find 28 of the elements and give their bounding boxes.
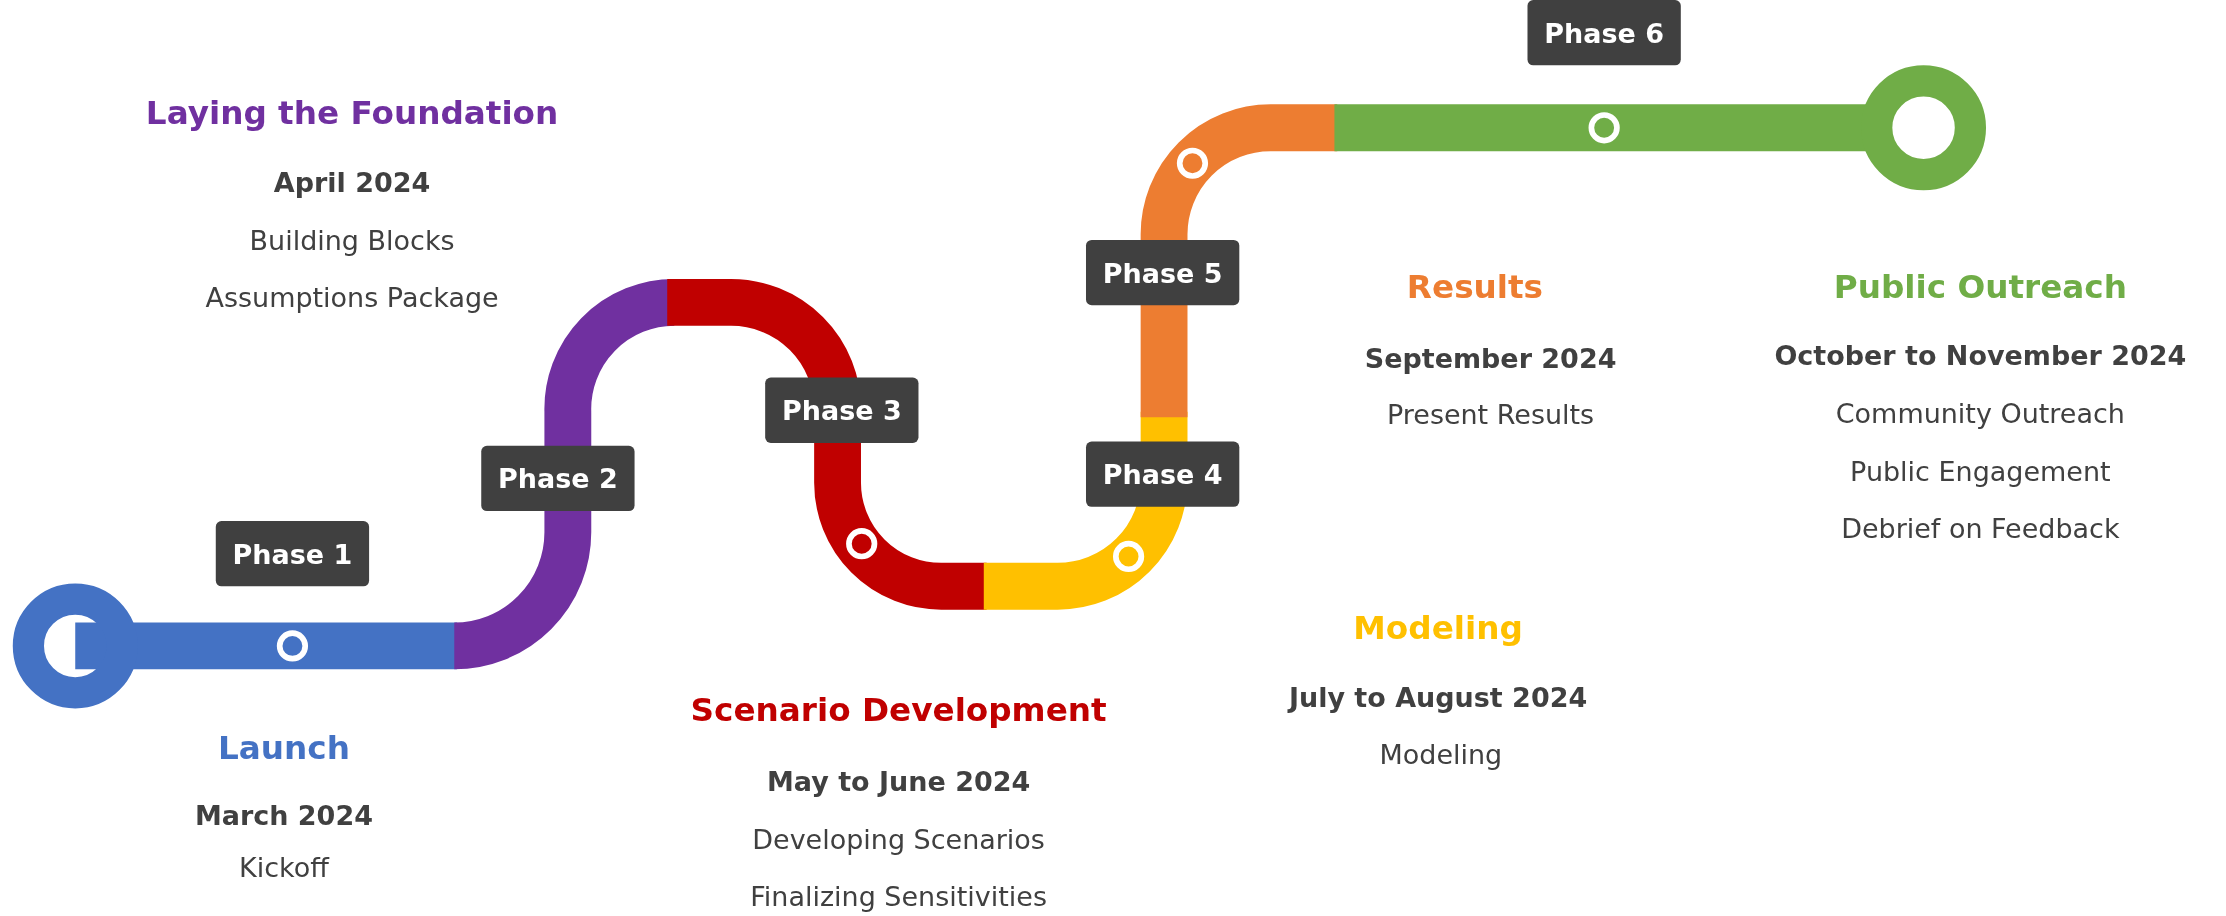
phase-label: Phase 5 <box>1086 239 1240 306</box>
section-heading: Scenario Development <box>690 691 1107 729</box>
activity-text: Community Outreach <box>1835 397 2125 429</box>
date-text: March 2024 <box>194 799 373 831</box>
section-heading: Modeling <box>1353 609 1523 646</box>
date-text: May to June 2024 <box>767 765 1031 797</box>
phase-label: Phase 3 <box>765 377 919 443</box>
date-text: September 2024 <box>1364 342 1617 374</box>
activity-text: Debrief on Feedback <box>1841 512 2120 544</box>
section-heading: Public Outreach <box>1833 268 2127 306</box>
date-text: October to November 2024 <box>1774 339 2187 371</box>
section-heading: Launch <box>217 729 350 767</box>
activity-text: Developing Scenarios <box>752 823 1045 855</box>
activity-text: Kickoff <box>239 851 329 883</box>
activity-text: Present Results <box>1387 398 1595 431</box>
section-heading: Results <box>1406 268 1544 306</box>
activity-text: Public Engagement <box>1850 455 2111 487</box>
phase-label: Phase 1 <box>215 521 370 587</box>
phase-label: Phase 2 <box>481 445 635 512</box>
activity-text: Finalizing Sensitivities <box>750 880 1047 912</box>
activity-text: Assumptions Package <box>205 281 499 313</box>
phase-label: Phase 6 <box>1527 0 1681 66</box>
activity-text: Modeling <box>1379 738 1503 770</box>
activity-text: Building Blocks <box>249 224 455 256</box>
phase-label: Phase 4 <box>1086 441 1240 507</box>
section-heading: Laying the Foundation <box>145 93 559 131</box>
date-text: April 2024 <box>273 166 431 198</box>
date-text: July to August 2024 <box>1288 681 1588 713</box>
